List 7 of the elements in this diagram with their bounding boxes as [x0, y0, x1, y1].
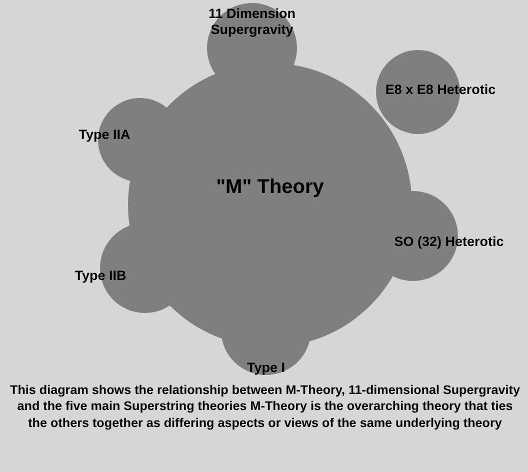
theory-label: Type IIB — [74, 268, 128, 284]
theory-label: E8 x E8 Heterotic — [384, 82, 497, 98]
theory-label: SO (32) Heterotic — [393, 234, 505, 250]
theory-label: "M" Theory — [215, 176, 325, 199]
caption: This diagram shows the relationship between M-Theory, 11-dimensional Supergravity and the five main Superstring theories M-Theory is the overarching theory that ties the others together as differing aspects or views of the same underlying theory — [9, 382, 521, 432]
theory-label: Type IIA — [78, 127, 132, 143]
theory-label: Type I — [246, 360, 286, 376]
